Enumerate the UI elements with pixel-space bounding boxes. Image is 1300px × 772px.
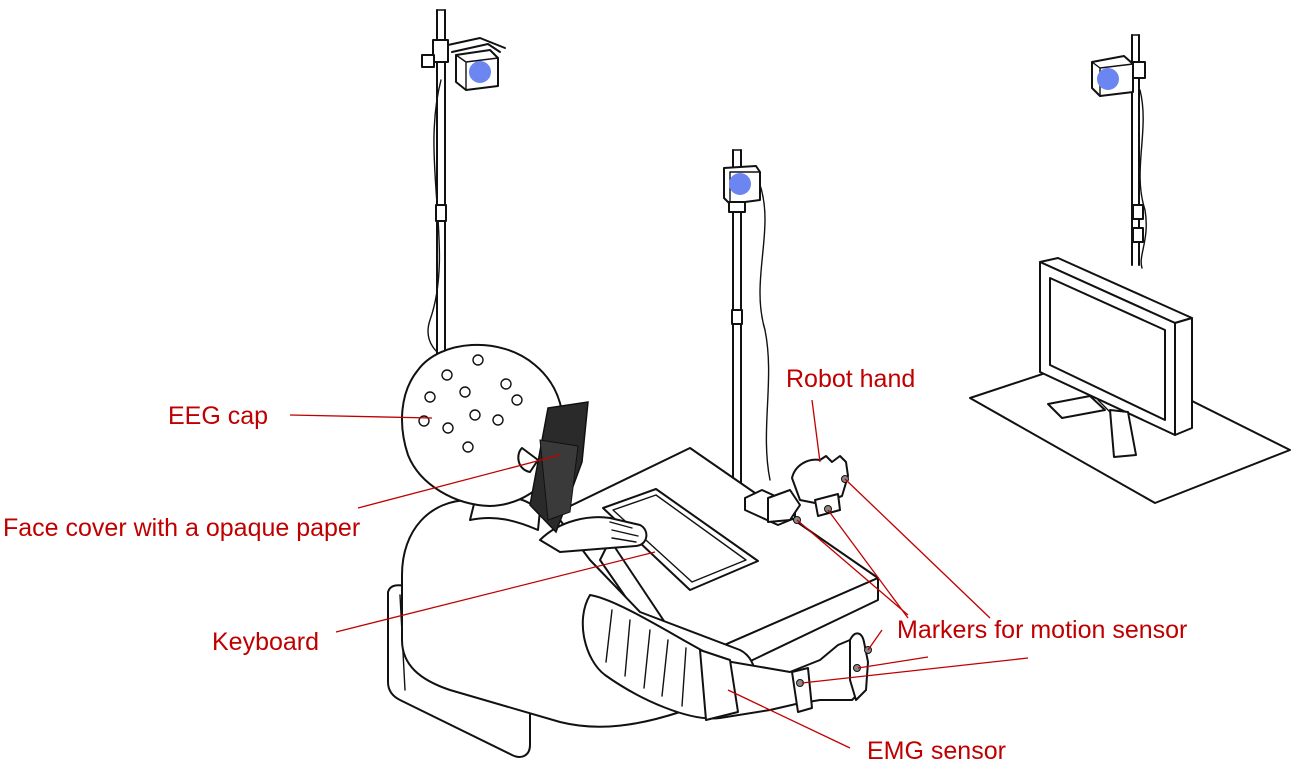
label-emg-sensor: EMG sensor bbox=[867, 737, 1006, 765]
robot-hand bbox=[744, 455, 849, 526]
participant bbox=[401, 344, 872, 728]
leader-lines bbox=[289, 399, 1029, 749]
camera-stand-left bbox=[421, 9, 506, 371]
label-keyboard: Keyboard bbox=[212, 628, 319, 656]
label-face-cover: Face cover with a opaque paper bbox=[3, 514, 360, 542]
camera-stand-middle bbox=[723, 149, 771, 501]
monitor-icon bbox=[1039, 257, 1193, 436]
label-eeg-cap: EEG cap bbox=[168, 402, 268, 430]
camera-middle-icon bbox=[723, 165, 761, 205]
monitor-station bbox=[969, 257, 1291, 504]
label-markers: Markers for motion sensor bbox=[897, 616, 1187, 644]
label-robot-hand: Robot hand bbox=[786, 365, 915, 393]
keyboard-device bbox=[602, 488, 759, 591]
camera-left-icon bbox=[455, 49, 499, 91]
face-cover bbox=[529, 401, 589, 534]
camera-right-icon bbox=[1091, 55, 1134, 97]
camera-stand-right bbox=[1091, 34, 1147, 269]
